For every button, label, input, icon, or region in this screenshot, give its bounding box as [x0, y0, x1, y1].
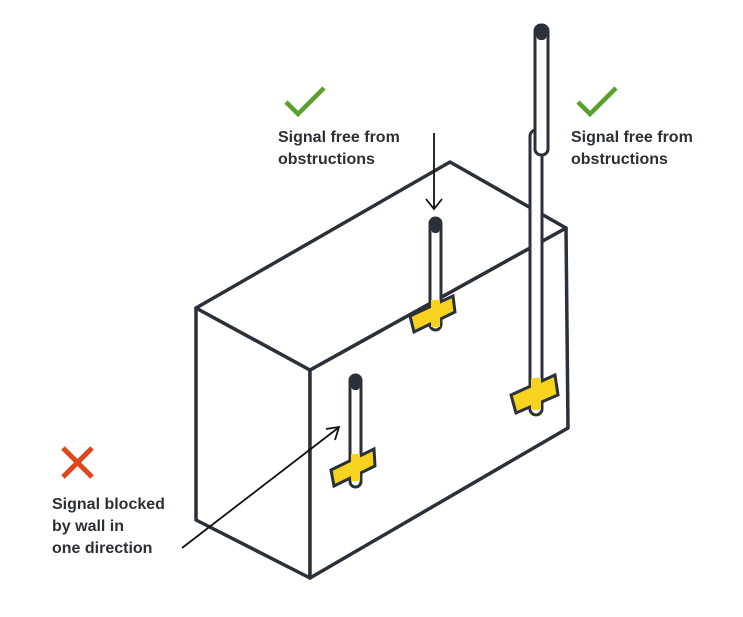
- box: [194, 160, 570, 580]
- top-antenna: [408, 216, 457, 335]
- arrow-left: [181, 427, 339, 549]
- check-icon: [576, 86, 618, 118]
- cross-icon: [61, 446, 94, 479]
- label-top-center: Signal free from obstructions: [278, 129, 400, 168]
- label-top-right: Signal free from obstructions: [571, 129, 693, 168]
- label-left: Signal blocked by wall in one direction: [52, 496, 165, 557]
- side-antenna: [329, 373, 377, 489]
- tall-antenna: [509, 23, 560, 417]
- box-top-face: [194, 160, 568, 372]
- arrows: [181, 133, 443, 549]
- check-icon: [284, 86, 326, 118]
